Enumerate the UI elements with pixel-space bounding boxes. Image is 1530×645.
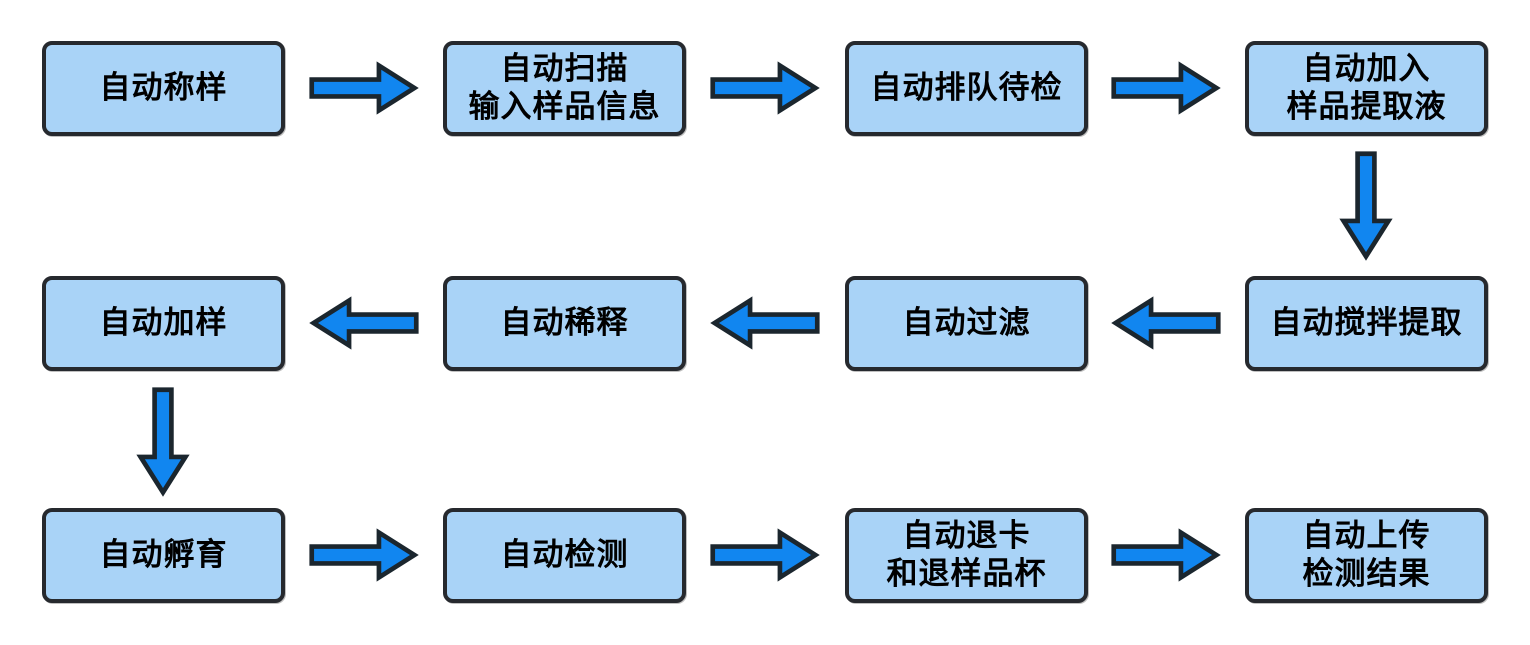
flow-node-auto-add-extract-solution: 自动加入 样品提取液 bbox=[1245, 41, 1488, 136]
flow-node-auto-dilute: 自动稀释 bbox=[443, 276, 686, 371]
arrow-right-icon bbox=[309, 528, 419, 582]
flow-node-label: 自动加入 样品提取液 bbox=[1286, 51, 1447, 125]
flow-node-auto-scan-sample-info: 自动扫描 输入样品信息 bbox=[443, 41, 686, 136]
flow-node-auto-filter: 自动过滤 bbox=[845, 276, 1088, 371]
flow-node-label: 自动检测 bbox=[500, 536, 629, 573]
flow-node-label: 自动扫描 输入样品信息 bbox=[468, 51, 661, 125]
arrow-right-icon bbox=[1111, 528, 1221, 582]
arrow-right-icon bbox=[710, 528, 820, 582]
flow-node-auto-dosing: 自动加样 bbox=[42, 276, 285, 371]
arrow-right-icon bbox=[1111, 61, 1221, 115]
arrow-right-icon bbox=[710, 61, 820, 115]
arrow-left-icon bbox=[1111, 296, 1221, 350]
flow-node-label: 自动稀释 bbox=[500, 304, 629, 341]
flow-node-auto-queue: 自动排队待检 bbox=[845, 41, 1088, 136]
arrow-down-icon bbox=[136, 387, 190, 497]
flow-node-auto-detect: 自动检测 bbox=[443, 508, 686, 603]
flow-node-label: 自动上传 检测结果 bbox=[1302, 518, 1431, 592]
flow-node-label: 自动搅拌提取 bbox=[1270, 304, 1463, 341]
arrow-left-icon bbox=[309, 296, 419, 350]
flow-node-label: 自动加样 bbox=[99, 304, 228, 341]
flow-node-label: 自动退卡 和退样品杯 bbox=[886, 518, 1047, 592]
arrow-right-icon bbox=[309, 61, 419, 115]
flow-node-label: 自动排队待检 bbox=[870, 69, 1063, 106]
flow-node-auto-eject-card-cup: 自动退卡 和退样品杯 bbox=[845, 508, 1088, 603]
flow-node-auto-incubate: 自动孵育 bbox=[42, 508, 285, 603]
flow-node-auto-stir-extract: 自动搅拌提取 bbox=[1245, 276, 1488, 371]
flow-node-label: 自动过滤 bbox=[902, 304, 1031, 341]
arrow-down-icon bbox=[1339, 151, 1393, 261]
flow-node-auto-weighing: 自动称样 bbox=[42, 41, 285, 136]
flow-node-auto-upload-results: 自动上传 检测结果 bbox=[1245, 508, 1488, 603]
arrow-left-icon bbox=[710, 296, 820, 350]
flow-node-label: 自动孵育 bbox=[99, 536, 228, 573]
flow-node-label: 自动称样 bbox=[99, 69, 228, 106]
